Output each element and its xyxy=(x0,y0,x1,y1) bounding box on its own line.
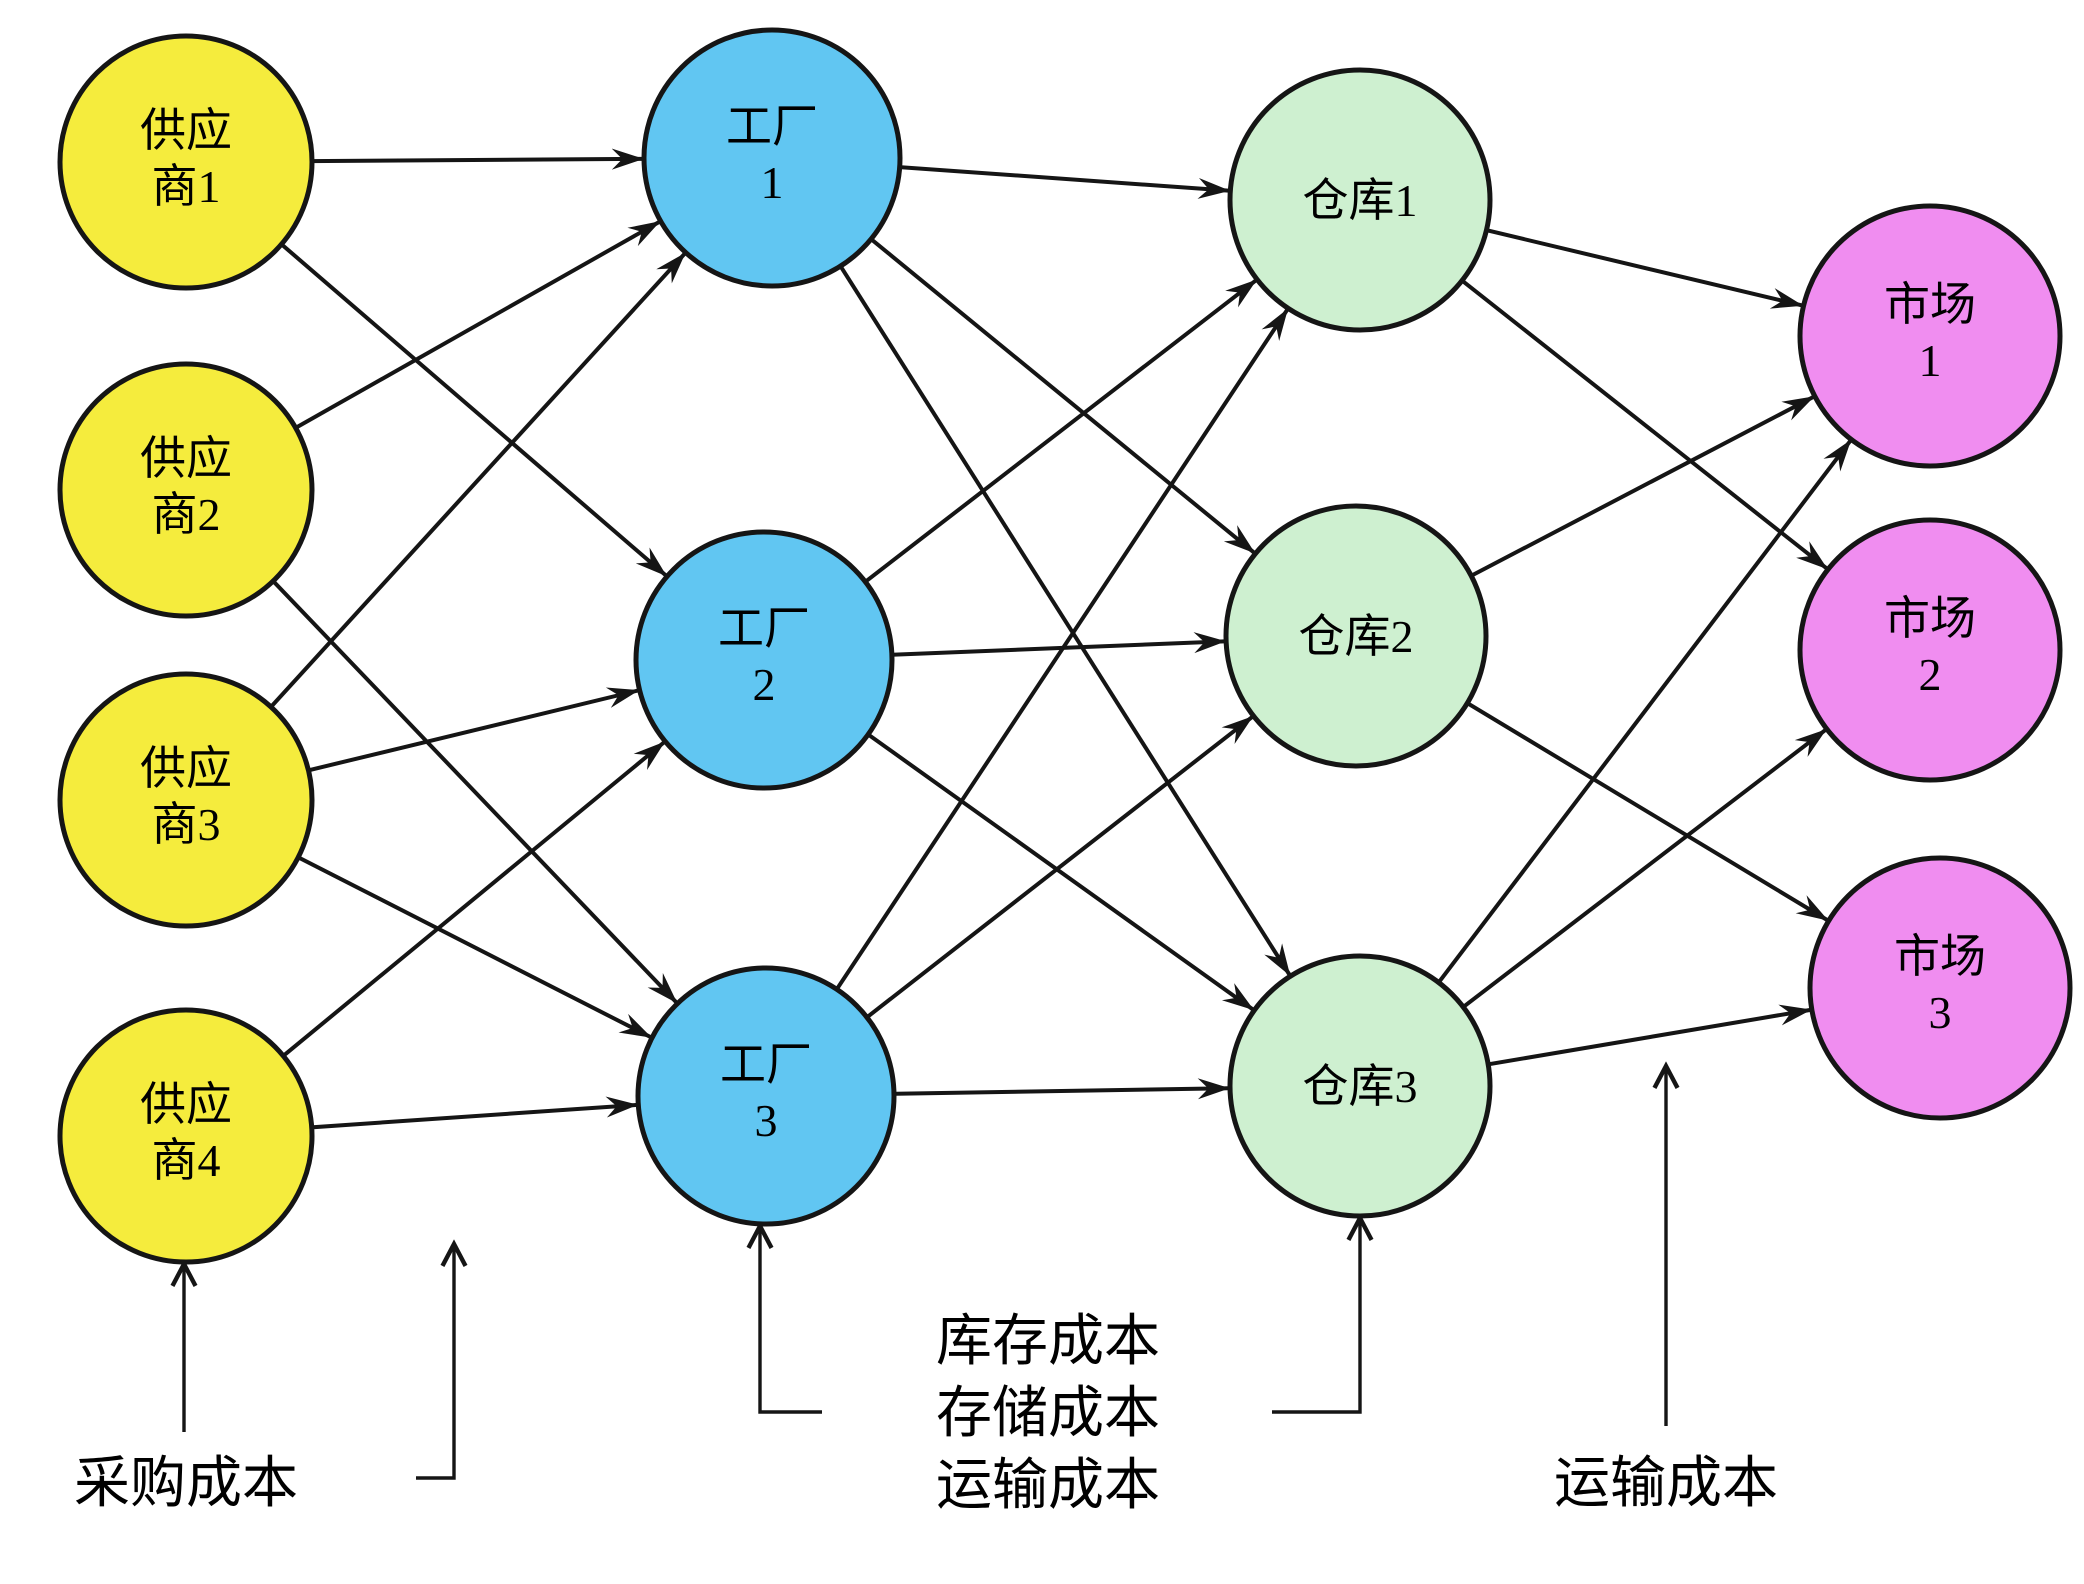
cost-arrow-factory3 xyxy=(760,1226,822,1414)
edge-w3-m1 xyxy=(1358,439,1852,1088)
node-s3: 供应商3 xyxy=(57,671,315,929)
market-circle xyxy=(1797,203,2063,469)
inventory-cost-label: 库存成本 xyxy=(936,1311,1160,1373)
node-w1-label: 仓库1 xyxy=(1303,175,1418,226)
cost-arrow-supply-links xyxy=(416,1244,454,1480)
procurement-cost-label: 采购成本 xyxy=(74,1453,298,1515)
cost-arrow-warehouse3 xyxy=(1272,1218,1360,1414)
cost-labels: 采购成本 库存成本 存储成本 运输成本 运输成本 xyxy=(74,1311,1778,1517)
center-transport-cost-label: 运输成本 xyxy=(936,1455,1160,1517)
supplier-circle xyxy=(57,671,315,929)
flow-edges xyxy=(184,148,1852,1138)
node-s1-label: 供应商1 xyxy=(140,105,232,212)
node-s4-label: 供应商4 xyxy=(140,1079,232,1186)
market-circle xyxy=(1807,855,2073,1121)
node-w2-label: 仓库2 xyxy=(1299,611,1414,662)
factory-circle xyxy=(641,27,903,289)
supplier-circle xyxy=(57,33,315,291)
cost-annotation-arrows xyxy=(184,1066,1666,1480)
edge-f1-w3 xyxy=(770,156,1292,977)
transport-cost-label: 运输成本 xyxy=(1554,1453,1778,1515)
edge-f3-w1 xyxy=(764,308,1289,1098)
warehouse-circle xyxy=(1227,953,1493,1219)
node-w3-label: 仓库3 xyxy=(1303,1061,1418,1112)
node-s2-label: 供应商2 xyxy=(140,433,232,540)
market-circle xyxy=(1797,517,2063,783)
node-w3: 仓库3 xyxy=(1227,953,1493,1219)
node-s2: 供应商2 xyxy=(57,361,315,619)
supplier-circle xyxy=(57,361,315,619)
warehouse-circle xyxy=(1227,67,1493,333)
warehouse-circle xyxy=(1223,503,1489,769)
node-s4: 供应商4 xyxy=(57,1007,315,1265)
factory-circle xyxy=(635,965,897,1227)
node-w1: 仓库1 xyxy=(1227,67,1493,333)
supplier-circle xyxy=(57,1007,315,1265)
node-s3-label: 供应商3 xyxy=(140,743,232,850)
node-w2: 仓库2 xyxy=(1223,503,1489,769)
node-s1: 供应商1 xyxy=(57,33,315,291)
storage-cost-label: 存储成本 xyxy=(936,1383,1160,1445)
factory-circle xyxy=(633,529,895,791)
